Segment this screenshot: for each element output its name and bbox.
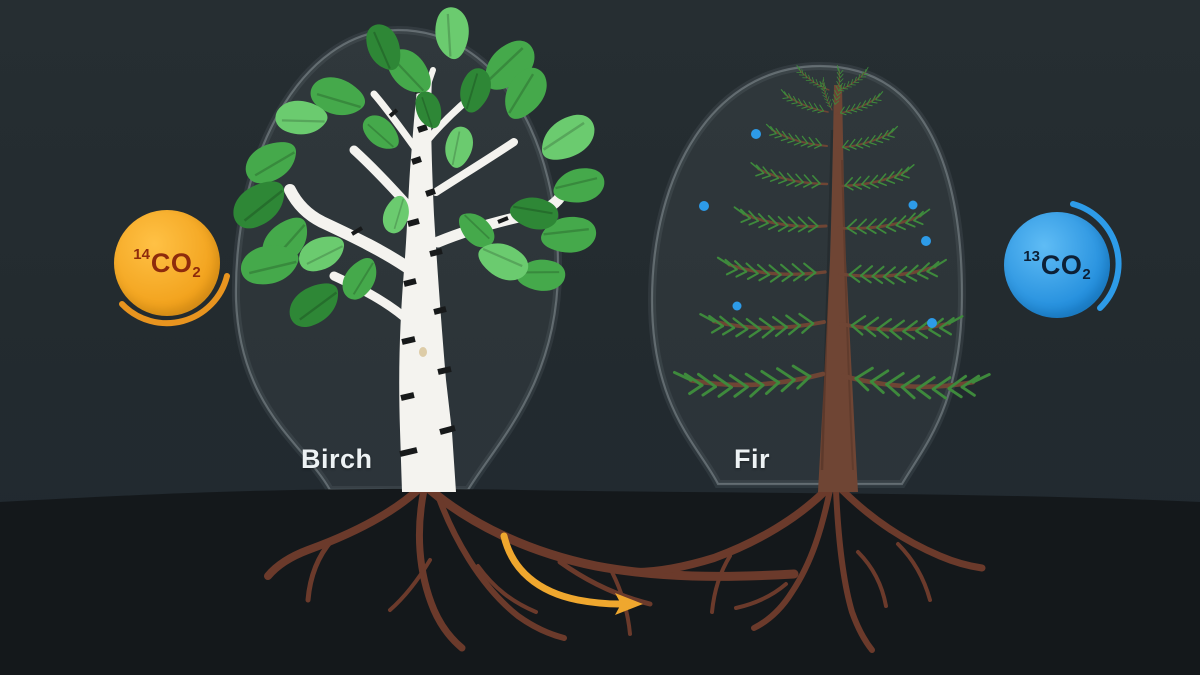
fir-tree [674,64,989,492]
ground [0,488,1200,675]
trunk-shading [820,129,834,471]
connecting-root [423,483,799,581]
trunk-knot [419,347,427,357]
co2-13-arc [1070,201,1122,311]
birch-tree [224,3,607,492]
co2-14-arc [119,273,230,327]
co-molecule-label: CO [150,247,193,278]
isotope-14-superscript: 14 [133,245,150,263]
co2-dots [699,129,937,328]
isotope-13-superscript: 13 [1023,247,1040,265]
fir-roots [632,484,986,653]
co2-subscript: 2 [192,263,201,281]
birch-trunk [399,78,456,492]
fir-trunk [818,85,858,492]
co-molecule-label: CO [1040,249,1083,280]
root-network [264,483,986,653]
fir-label: Fir [734,444,771,474]
co2-subscript: 2 [1082,265,1091,283]
transfer-arrow [500,532,643,615]
birch-roots [264,483,799,652]
birch-label: Birch [301,444,373,474]
